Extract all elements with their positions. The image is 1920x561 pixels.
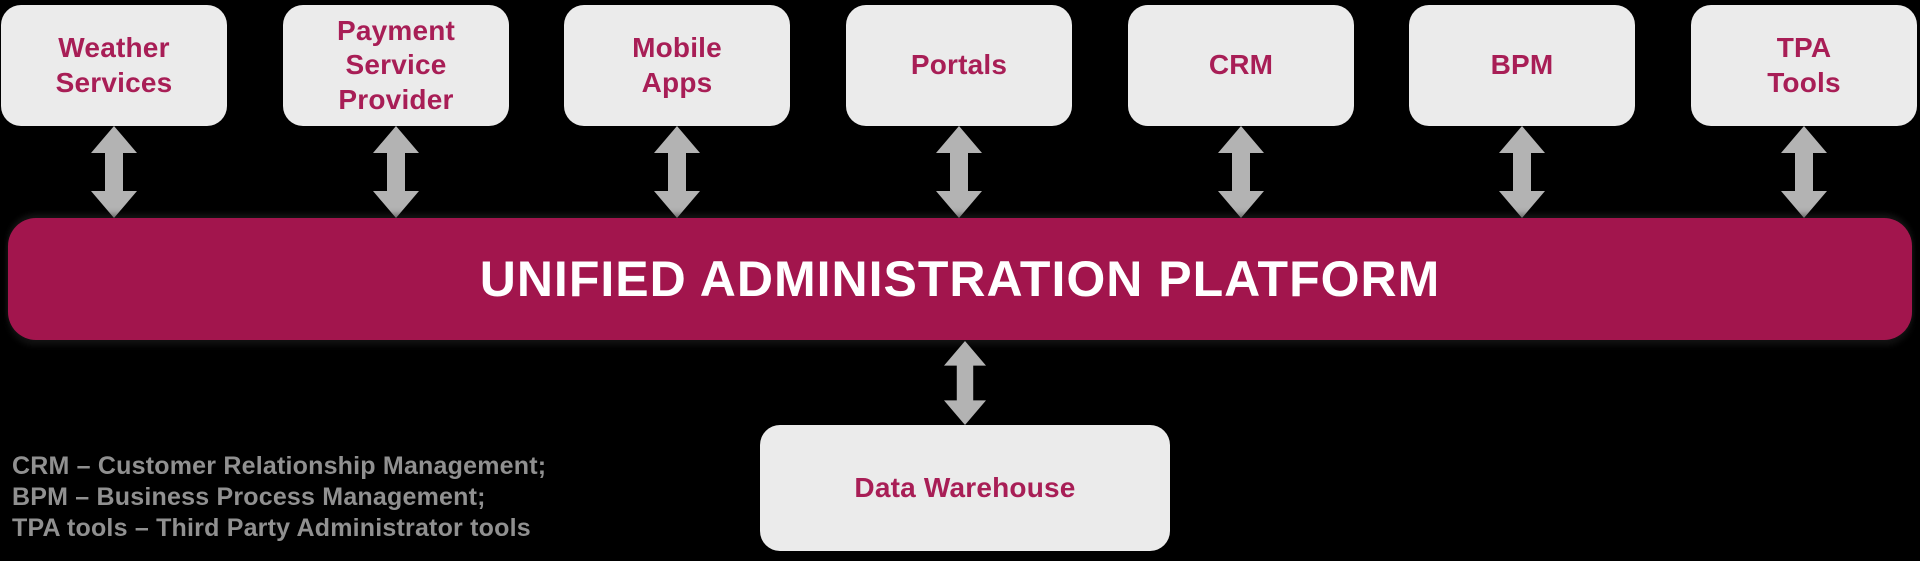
- double-arrow-icon: [654, 126, 700, 218]
- legend-line-tpa: TPA tools – Third Party Administrator to…: [12, 514, 531, 542]
- double-arrow-icon: [936, 126, 982, 218]
- data-warehouse-label: Data Warehouse: [854, 471, 1076, 503]
- source-box-portals: Portals: [846, 5, 1072, 126]
- source-box-bpm: BPM: [1409, 5, 1635, 126]
- legend-line-crm: CRM – Customer Relationship Management;: [12, 452, 547, 480]
- source-box-payment-service-provider: Payment Service Provider: [283, 5, 509, 126]
- source-box-label: Portals: [910, 49, 1008, 81]
- source-box-label: CRM: [1208, 49, 1274, 81]
- double-arrow-icon: [944, 341, 986, 425]
- source-box-crm: CRM: [1128, 5, 1354, 126]
- double-arrow-icon: [91, 126, 137, 218]
- source-box-label: Mobile Apps: [632, 32, 722, 98]
- abbreviation-legend: CRM – Customer Relationship Management; …: [12, 451, 572, 544]
- platform-title: UNIFIED ADMINISTRATION PLATFORM: [479, 251, 1441, 307]
- double-arrow-icon: [1499, 126, 1545, 218]
- source-box-label: Payment Service Provider: [336, 15, 456, 115]
- source-box-label: BPM: [1490, 49, 1554, 81]
- double-arrow-icon: [373, 126, 419, 218]
- source-box-tpa-tools: TPA Tools: [1691, 5, 1917, 126]
- data-warehouse-box: Data Warehouse: [760, 425, 1170, 551]
- source-box-label: Weather Services: [55, 32, 173, 98]
- double-arrow-icon: [1781, 126, 1827, 218]
- source-box-mobile-apps: Mobile Apps: [564, 5, 790, 126]
- source-box-label: TPA Tools: [1767, 32, 1841, 98]
- source-box-weather-services: Weather Services: [1, 5, 227, 126]
- legend-line-bpm: BPM – Business Process Management;: [12, 483, 486, 511]
- double-arrow-icon: [1218, 126, 1264, 218]
- unified-administration-platform-bar: UNIFIED ADMINISTRATION PLATFORM: [8, 218, 1912, 340]
